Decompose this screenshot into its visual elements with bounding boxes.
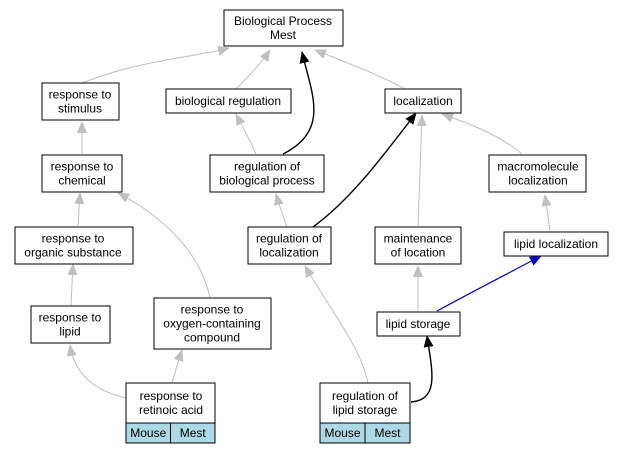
node-box <box>247 226 332 265</box>
node-label-line: lipid storage <box>386 317 451 331</box>
edge-maintenance-of-location-localization <box>416 114 427 227</box>
node-box <box>209 154 325 193</box>
node-label-line: biological process <box>219 174 314 188</box>
node-label-line: localization <box>393 94 452 108</box>
edge-response-to-organic-substance-response-to-chemical <box>74 192 85 227</box>
node-box <box>41 154 123 193</box>
node-label-line: macromolecule <box>497 160 579 174</box>
annotation-cell <box>364 422 411 444</box>
node-biological-regulation[interactable]: biological regulation <box>165 88 292 114</box>
annotation-label: Mest <box>180 426 207 440</box>
node-label-line: biological regulation <box>175 94 281 108</box>
annotation-label: Mest <box>374 426 401 440</box>
node-label-line: localization <box>259 246 318 260</box>
edge-lipid-localization-macromolecule-localization <box>541 194 552 232</box>
node-label-line: response to <box>42 232 105 246</box>
node-localization[interactable]: localization <box>384 88 462 114</box>
node-label-line: compound <box>184 331 240 345</box>
edges <box>66 45 552 403</box>
node-box <box>223 9 344 47</box>
edge-regulation-of-lipid-storage-lipid-storage <box>410 335 434 403</box>
node-box <box>14 226 134 265</box>
edge-biological-regulation-root <box>235 49 271 90</box>
node-label-line: of location <box>391 246 446 260</box>
edge-regulation-of-lipid-storage-regulation-of-localization <box>304 265 369 384</box>
node-label-line: Mest <box>270 28 297 42</box>
node-label-line: regulation of <box>234 160 301 174</box>
edge-response-to-oxygen-containing-compound-response-to-chemical <box>117 192 211 299</box>
node-label-line: Biological Process <box>234 14 332 28</box>
edge-response-to-lipid-response-to-organic-substance <box>67 263 78 307</box>
annotation-label: Mouse <box>324 426 360 440</box>
node-label-line: localization <box>508 174 567 188</box>
edge-response-to-retinoic-acid-response-to-oxygen-containing-compound <box>171 349 184 384</box>
edge-response-to-retinoic-acid-response-to-lipid <box>66 344 127 399</box>
node-label-line: response to <box>51 160 114 174</box>
node-label-line: response to <box>39 311 102 325</box>
node-box <box>503 231 609 257</box>
node-label-line: lipid storage <box>333 403 398 417</box>
node-box <box>376 311 461 337</box>
node-label-line: regulation of <box>256 232 323 246</box>
annotation-label: Mouse <box>130 426 166 440</box>
edge-localization-root <box>314 49 406 90</box>
node-box <box>165 88 292 114</box>
node-label-line: response to <box>140 389 203 403</box>
node-box <box>153 297 272 350</box>
node-label-line: regulation of <box>332 389 399 403</box>
node-label-line: response to <box>181 303 244 317</box>
node-box <box>30 305 111 344</box>
node-box <box>384 88 462 114</box>
node-label-line: lipid localization <box>514 237 598 251</box>
node-label-line: oxygen-containing <box>163 317 260 331</box>
edge-response-to-stimulus-root <box>81 45 230 84</box>
edge-regulation-of-biological-process-root <box>282 51 315 155</box>
node-label-line: retinoic acid <box>139 403 203 417</box>
edge-regulation-of-localization-regulation-of-biological-process <box>274 193 288 228</box>
node-box <box>41 82 120 121</box>
node-lipid-storage[interactable]: lipid storage <box>376 311 461 337</box>
node-label-line: lipid <box>59 325 80 339</box>
node-label-line: stimulus <box>58 102 102 116</box>
edge-regulation-of-localization-localization <box>312 112 417 228</box>
node-label-line: response to <box>49 88 112 102</box>
annotation-cell <box>170 422 216 444</box>
edge-macromolecule-localization-localization <box>441 112 523 155</box>
node-lipid-localization[interactable]: lipid localization <box>503 231 609 257</box>
node-label-line: maintenance <box>384 232 453 246</box>
node-box <box>488 154 587 193</box>
node-box <box>374 226 462 265</box>
edge-regulation-of-biological-process-biological-regulation <box>235 113 257 155</box>
node-label-line: chemical <box>58 174 105 188</box>
node-label-line: organic substance <box>24 246 122 260</box>
edge-lipid-storage-lipid-localization <box>436 255 542 312</box>
